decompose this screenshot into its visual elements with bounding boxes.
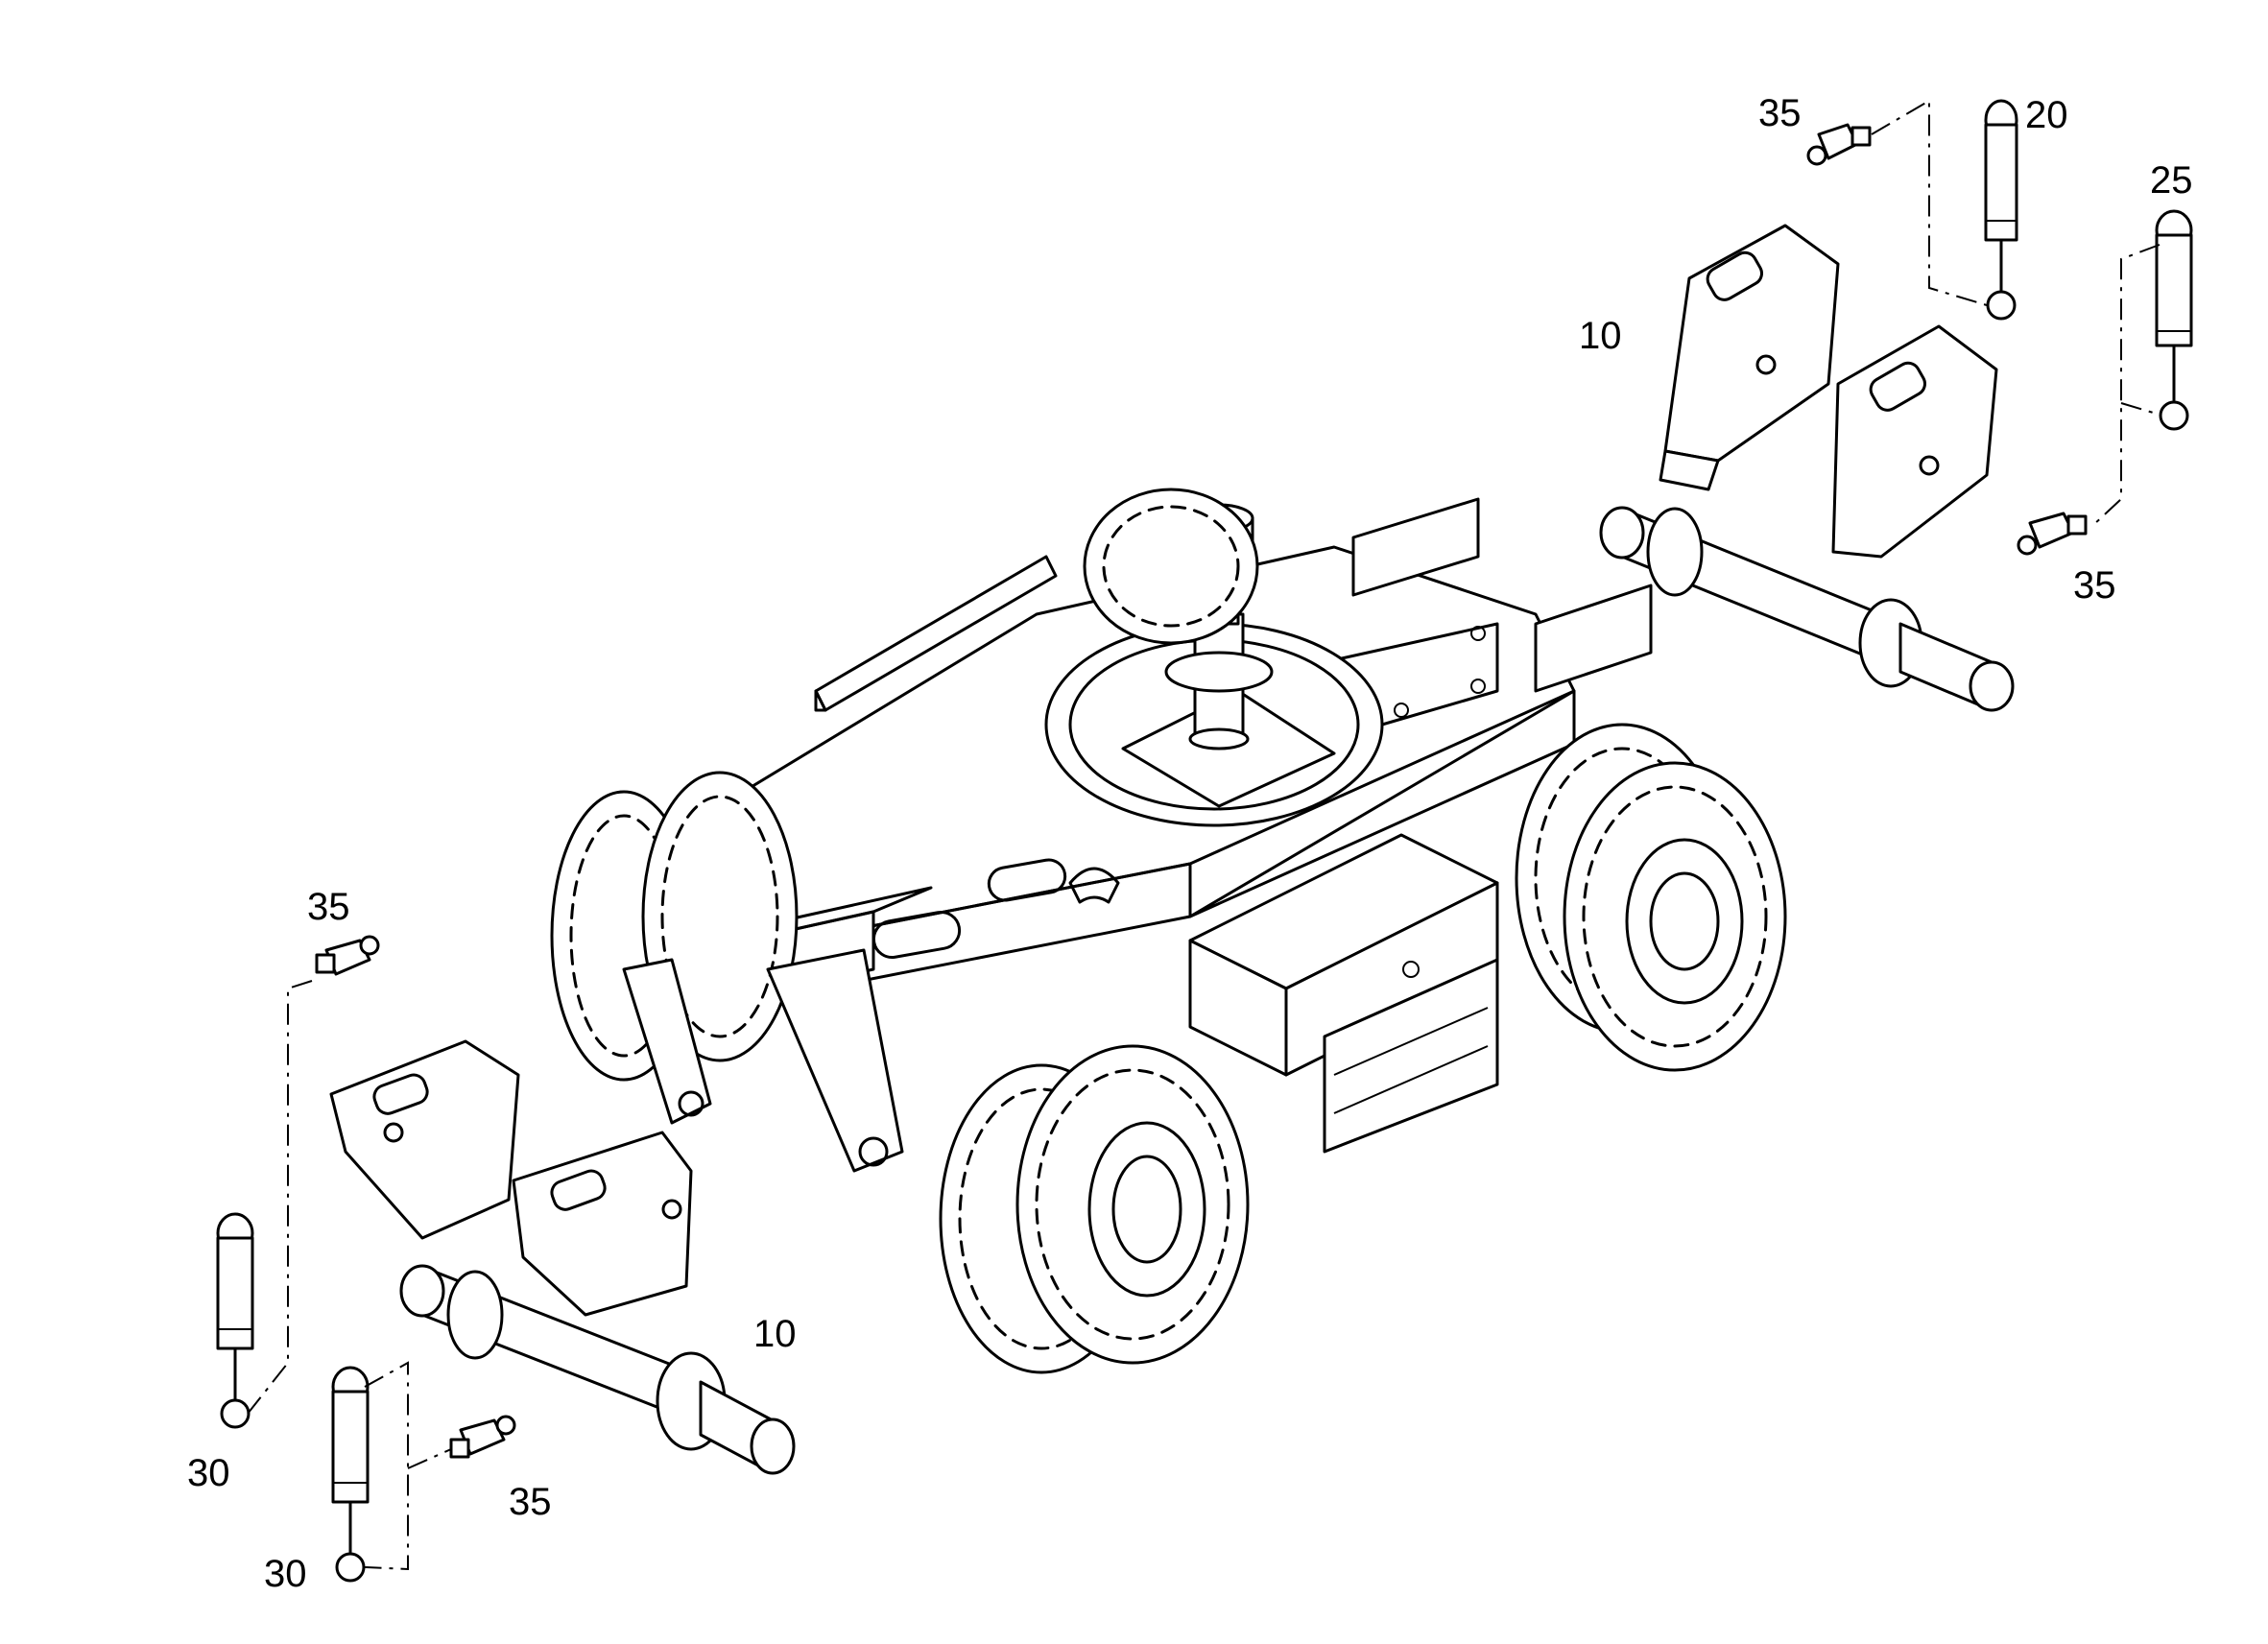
callout-35-bottom: 35 [509, 1481, 552, 1523]
wheel-right-outer [1563, 761, 1787, 1072]
strut-30-lower [331, 1366, 370, 1583]
front-pivot-bracket [622, 948, 904, 1173]
callout-35-right: 35 [2073, 564, 2116, 607]
strut-20 [1984, 99, 2018, 321]
callout-10-left: 10 [753, 1313, 797, 1355]
grease-nipple-left [315, 935, 380, 976]
grease-nipple-bottom [449, 1415, 516, 1459]
swing-axle-left [329, 1039, 796, 1475]
wheel-front-center-outer [1015, 1044, 1250, 1365]
strut-30-upper [216, 1212, 254, 1429]
grease-nipple-top [1806, 123, 1872, 166]
wheel-front-left-inner [641, 771, 799, 1062]
callout-35-left: 35 [307, 886, 350, 928]
wheel-rear-top [1083, 488, 1259, 645]
callout-35-top: 35 [1758, 92, 1802, 134]
callout-10-right: 10 [1579, 315, 1622, 357]
swing-axle-right [1599, 224, 2015, 712]
grease-nipple-right [2017, 512, 2088, 556]
callout-30-upper: 30 [187, 1452, 230, 1494]
callout-25: 25 [2150, 159, 2193, 202]
callout-20: 20 [2025, 94, 2068, 136]
strut-25 [2155, 209, 2193, 431]
leader-lines [247, 99, 2161, 1571]
callout-30-lower: 30 [264, 1553, 307, 1595]
